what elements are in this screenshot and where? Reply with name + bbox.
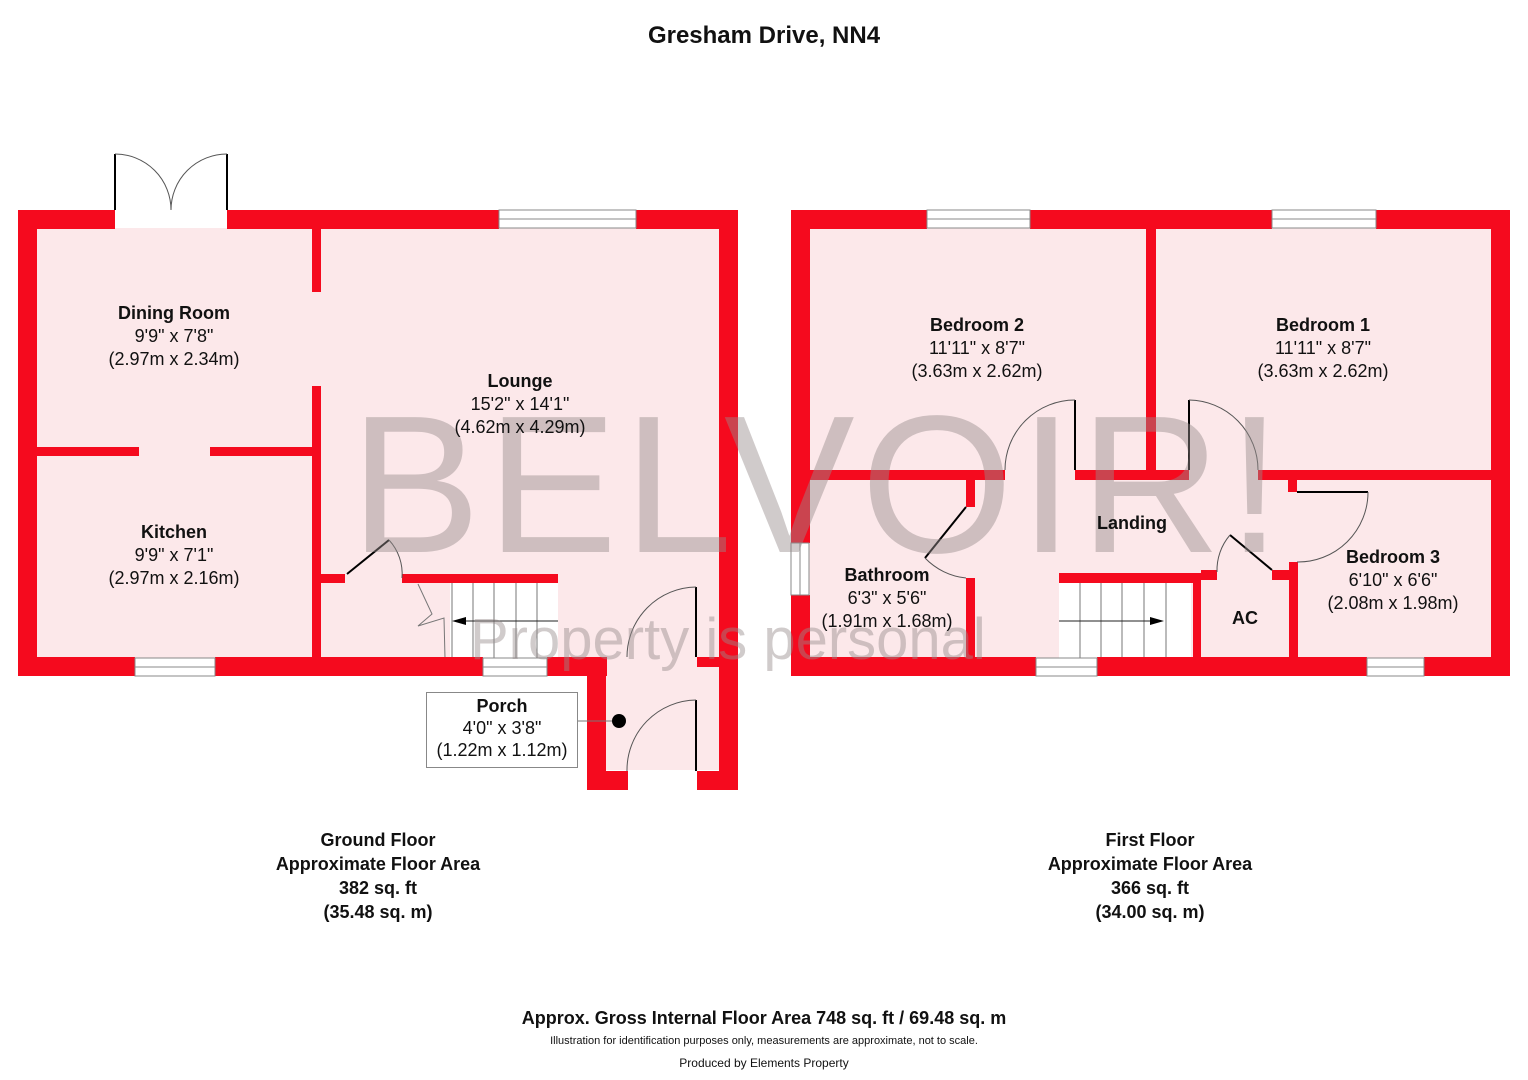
room-metric: (3.63m x 2.62m) [1257,361,1389,381]
floor-area-sqft: 366 sq. ft [1110,878,1190,898]
room-imperial: 9'9" x 7'1" [134,545,214,565]
room-bedroom-1: Bedroom 1 11'11" x 8'7" (3.63m x 2.62m) [1257,314,1388,383]
floor-label: First Floor [1105,830,1195,850]
room-porch: Porch 4'0" x 3'8" (1.22m x 1.12m) [426,692,578,768]
room-bathroom: Bathroom 6'3" x 5'6" (1.91m x 1.68m) [821,564,952,633]
room-bedroom-3: Bedroom 3 6'10" x 6'6" (2.08m x 1.98m) [1327,546,1458,615]
floor-area-sqm: (35.48 sq. m) [323,902,433,922]
room-name: Kitchen [140,522,208,542]
room-imperial: 6'3" x 5'6" [847,588,927,608]
plan-title: Gresham Drive, NN4 [647,22,881,49]
room-landing: Landing [1097,512,1167,535]
room-imperial: 11'11" x 8'7" [1274,338,1372,358]
room-metric: (1.22m x 1.12m) [436,740,568,760]
gross-floor-area: Approx. Gross Internal Floor Area 748 sq… [521,1008,1007,1028]
room-name: Bathroom [844,565,930,585]
ground-floor-summary: Ground Floor Approximate Floor Area 382 … [276,828,480,924]
room-lounge: Lounge 15'2" x 14'1" (4.62m x 4.29m) [454,370,585,439]
floor-area-label: Approximate Floor Area [275,854,481,874]
room-dining-room: Dining Room 9'9" x 7'8" (2.97m x 2.34m) [108,302,239,371]
floor-area-sqm: (34.00 sq. m) [1095,902,1205,922]
room-name: Bedroom 1 [1275,315,1371,335]
room-name: Dining Room [118,303,230,323]
room-metric: (3.63m x 2.62m) [911,361,1043,381]
room-metric: (4.62m x 4.29m) [454,417,586,437]
floor-label: Ground Floor [320,830,436,850]
room-name: Landing [1097,513,1167,533]
room-name: Bedroom 2 [929,315,1025,335]
room-imperial: 15'2" x 14'1" [470,394,570,414]
room-metric: (2.97m x 2.16m) [108,568,240,588]
room-imperial: 9'9" x 7'8" [134,326,214,346]
room-ac: AC [1232,607,1258,630]
room-metric: (1.91m x 1.68m) [821,611,953,631]
floor-area-sqft: 382 sq. ft [338,878,418,898]
room-name: Lounge [487,371,553,391]
room-metric: (2.97m x 2.34m) [108,349,240,369]
first-floor-summary: First Floor Approximate Floor Area 366 s… [1048,828,1252,924]
ground-floor-plan [18,153,738,790]
room-imperial: 6'10" x 6'6" [1348,570,1438,590]
room-name: Porch [476,696,528,716]
room-kitchen: Kitchen 9'9" x 7'1" (2.97m x 2.16m) [108,521,239,590]
room-name: AC [1232,608,1258,628]
first-floor-plan [790,209,1510,677]
floor-area-label: Approximate Floor Area [1047,854,1253,874]
disclaimer: Illustration for identification purposes… [550,1035,978,1047]
room-name: Bedroom 3 [1345,547,1441,567]
room-imperial: 4'0" x 3'8" [462,718,542,738]
room-bedroom-2: Bedroom 2 11'11" x 8'7" (3.63m x 2.62m) [911,314,1042,383]
room-imperial: 11'11" x 8'7" [928,338,1026,358]
room-metric: (2.08m x 1.98m) [1327,593,1459,613]
producer-credit: Produced by Elements Property [679,1056,849,1070]
